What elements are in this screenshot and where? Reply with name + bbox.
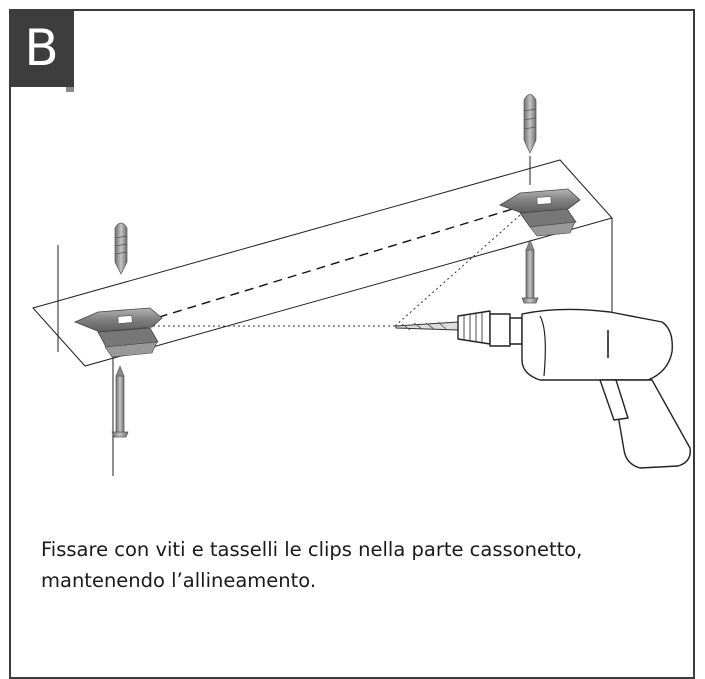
drilling-paths: [138, 207, 530, 330]
screw-icon: [111, 365, 129, 438]
step-label: B: [24, 19, 59, 77]
power-drill-icon: [395, 308, 691, 469]
clip-bracket-icon: [73, 307, 163, 358]
alignment-arrow: [128, 190, 567, 329]
installation-illustration: [32, 94, 691, 476]
step-badge: B: [9, 9, 74, 87]
clip-bracket-icon: [499, 188, 581, 237]
wall-plug-icon: [523, 94, 537, 154]
instruction-text: Fissare con viti e tasselli le clips nel…: [41, 538, 583, 592]
wall-plug-icon: [114, 222, 128, 275]
screw-icon: [521, 239, 539, 304]
